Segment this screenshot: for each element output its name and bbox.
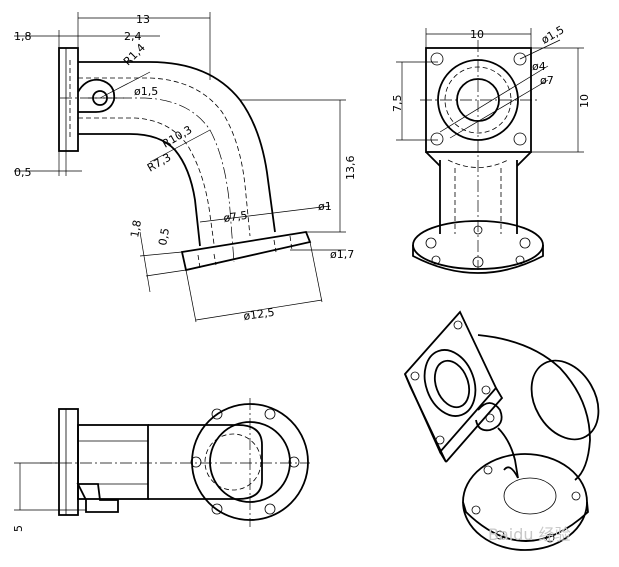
watermark: Baidu 经验	[488, 525, 571, 544]
front-ear	[77, 78, 116, 113]
iso-ear	[475, 402, 503, 432]
front-bottom-flange	[180, 230, 312, 272]
dim-r1-4: R1,4	[121, 41, 148, 68]
side-body	[439, 160, 518, 234]
front-left-flange	[58, 47, 79, 152]
dim-dia-1-7: ø1,7	[330, 248, 354, 261]
dim-0-5-top: 0,5	[14, 166, 32, 179]
iso-square-flange	[403, 310, 498, 454]
front-view: 13 1,8 2,4 R1,4 ø1,5 R10,3 R7,3 0,5 13,6…	[14, 12, 357, 323]
side-view: 10 ø1,5 ø4 ø7 7,5 10	[391, 23, 591, 274]
front-pipe-inner	[78, 133, 201, 247]
dim-dia-7-5: ø7,5	[223, 209, 249, 225]
top-ear	[76, 483, 119, 513]
dim-5: 5	[12, 525, 25, 532]
dim-dia-4: ø4	[532, 60, 546, 73]
dim-2-4: 2,4	[124, 30, 142, 43]
dim-13: 13	[136, 13, 150, 26]
top-pipe-elbow	[148, 424, 263, 500]
dim-flange-0-5: 0,5	[156, 227, 172, 246]
dim-1-8: 1,8	[14, 30, 32, 43]
dim-10-height: 10	[578, 94, 591, 108]
dim-flange-1-8: 1,8	[128, 219, 144, 238]
dim-dia-7: ø7	[540, 74, 554, 87]
dim-13-6: 13,6	[344, 156, 357, 181]
dim-r10-3: R10,3	[160, 123, 194, 150]
dim-dia-1: ø1	[318, 200, 332, 213]
iso-elbow-outer	[477, 334, 591, 481]
isometric-view	[403, 310, 600, 551]
top-left-flange	[58, 408, 79, 516]
dim-r7-3: R7,3	[145, 151, 173, 175]
dim-dia-12-5: ø12,5	[243, 306, 276, 323]
dim-dia-1-5-front: ø1,5	[134, 85, 158, 98]
front-pipe-outer	[78, 61, 276, 233]
dim-7-5: 7,5	[391, 95, 404, 113]
dim-10-width: 10	[470, 28, 484, 41]
top-view: 5	[12, 398, 310, 532]
top-pipe-body	[77, 424, 149, 500]
